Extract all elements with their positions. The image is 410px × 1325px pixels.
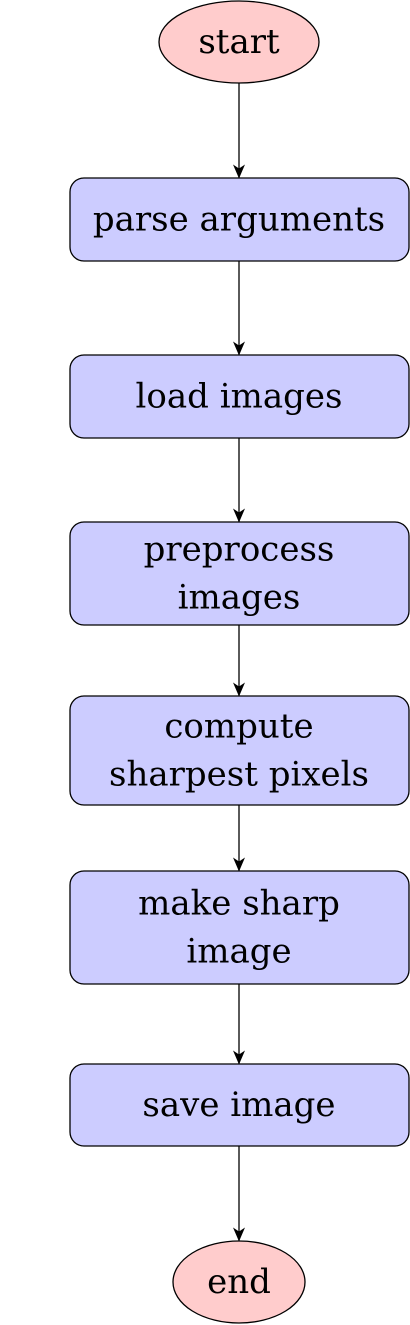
load-images-process-box bbox=[69, 354, 410, 439]
parse-arguments-process-box bbox=[69, 177, 410, 262]
node-make-sharp-image: make sharp image bbox=[69, 870, 410, 985]
preprocess-images-label-line-2: images bbox=[178, 578, 301, 618]
make-sharp-image-process-box bbox=[69, 870, 410, 985]
start-label-line-1: start bbox=[198, 22, 280, 62]
node-load-images: load images bbox=[69, 354, 410, 439]
preprocess-images-label-line-1: preprocess bbox=[144, 530, 335, 570]
start-terminal-shape bbox=[158, 0, 320, 84]
node-preprocess-images: preprocess images bbox=[69, 521, 410, 626]
make-sharp-image-label-line-1: make sharp bbox=[138, 884, 340, 924]
node-parse-arguments: parse arguments bbox=[69, 177, 410, 262]
compute-sharpest-pixels-process-box bbox=[69, 695, 410, 806]
preprocess-images-process-box bbox=[69, 521, 410, 626]
save-image-label-line-1: save image bbox=[142, 1085, 335, 1125]
node-end: end bbox=[172, 1240, 306, 1324]
node-start: start bbox=[158, 0, 320, 84]
nodes: start parse arguments load images preproces… bbox=[69, 0, 410, 1324]
load-images-label-line-1: load images bbox=[136, 377, 343, 417]
end-label-line-1: end bbox=[207, 1262, 271, 1302]
node-compute-sharpest-pixels: compute sharpest pixels bbox=[69, 695, 410, 806]
compute-sharpest-pixels-label-line-2: sharpest pixels bbox=[109, 755, 369, 795]
compute-sharpest-pixels-label-line-1: compute bbox=[164, 707, 313, 747]
save-image-process-box bbox=[69, 1063, 410, 1147]
parse-arguments-label-line-1: parse arguments bbox=[93, 200, 385, 240]
node-save-image: save image bbox=[69, 1063, 410, 1147]
make-sharp-image-label-line-2: image bbox=[186, 932, 291, 972]
end-terminal-shape bbox=[172, 1240, 306, 1324]
